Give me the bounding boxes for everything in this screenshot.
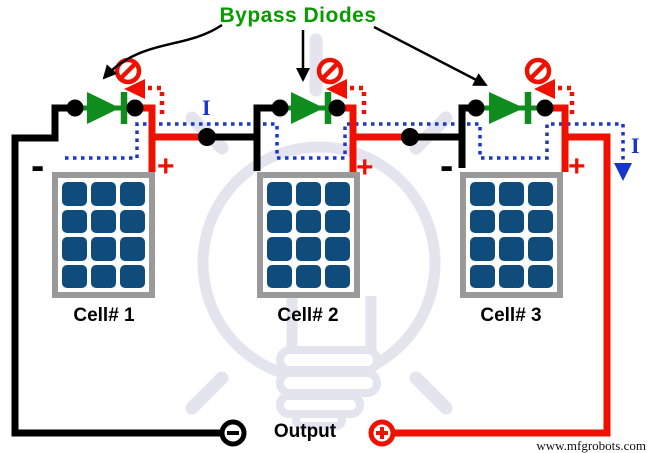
solar-cell-segment [528, 182, 553, 206]
solar-cell-segment [267, 237, 292, 261]
cell-grid [62, 182, 145, 288]
solar-cell-segment [120, 182, 145, 206]
solar-cell-segment [325, 264, 350, 288]
diode-icon-1 [75, 92, 135, 124]
solar-cell-segment [62, 182, 87, 206]
blocked-current-2 [316, 57, 367, 114]
cell1-name-label: Cell# 1 [73, 305, 135, 326]
solar-cell-segment [325, 237, 350, 261]
current-label: I [631, 133, 640, 158]
solar-cell-segment [499, 237, 524, 261]
solar-cell-segment [325, 182, 350, 206]
solar-cell-3 [460, 172, 563, 298]
solar-cell-segment [470, 209, 495, 233]
no-entry-icon [316, 57, 344, 85]
cell2-name-label: Cell# 2 [277, 305, 339, 326]
title-pointer-arrows [102, 23, 488, 87]
cell-grid [470, 182, 553, 288]
no-entry-icon [524, 57, 552, 85]
page-title: Bypass Diodes [219, 4, 377, 27]
solar-cell-segment [296, 209, 321, 233]
current-path [65, 122, 632, 181]
arrow-left-icon [124, 79, 145, 99]
solar-cell-segment [470, 264, 495, 288]
solar-cell-segment [62, 237, 87, 261]
site-watermark: www.mfgrobots.com [536, 438, 646, 453]
solar-cell-segment [325, 209, 350, 233]
wire-negative-bus [11, 104, 476, 437]
solar-cell-segment [470, 237, 495, 261]
solar-cell-segment [91, 264, 116, 288]
solar-cell-segment [120, 209, 145, 233]
light-bulb-watermark-icon [185, 33, 453, 430]
solar-cell-1 [52, 172, 155, 298]
cell2-positive-label: + [356, 151, 374, 184]
solar-cell-segment [499, 209, 524, 233]
cell3-negative-label: - [440, 144, 454, 188]
solar-cell-segment [91, 209, 116, 233]
cell3-name-label: Cell# 3 [480, 305, 542, 326]
current-label: I [202, 95, 211, 120]
plus-circle-icon [368, 419, 396, 447]
solar-cell-segment [470, 182, 495, 206]
solar-cell-segment [62, 209, 87, 233]
solar-cell-2 [257, 172, 360, 298]
solar-cell-segment [528, 237, 553, 261]
solar-cell-segment [499, 264, 524, 288]
arrow-left-icon [326, 79, 347, 99]
cell1-positive-label: + [157, 150, 175, 183]
solar-cell-segment [267, 182, 292, 206]
solar-cell-segment [528, 264, 553, 288]
arrow-icon [373, 25, 488, 87]
cell-grid [267, 182, 350, 288]
solar-cell-segment [62, 264, 87, 288]
solar-cell-segment [91, 182, 116, 206]
diode-icon-3 [476, 92, 545, 124]
solar-cell-segment [528, 209, 553, 233]
output-label: Output [273, 421, 337, 442]
solar-cell-segment [296, 182, 321, 206]
cell1-negative-label: - [31, 144, 45, 188]
arrow-left-icon [534, 79, 555, 99]
cell3-positive-label: + [568, 150, 586, 183]
solar-cell-segment [267, 264, 292, 288]
blocked-current-3 [524, 57, 575, 114]
arrow-icon [102, 23, 223, 80]
solar-cell-segment [120, 237, 145, 261]
solar-cell-segment [91, 237, 116, 261]
arrow-down-icon [614, 163, 632, 181]
solar-cell-segment [296, 264, 321, 288]
solar-cell-segment [296, 237, 321, 261]
solar-cell-segment [120, 264, 145, 288]
junction-dots [66, 99, 554, 146]
solar-cell-segment [267, 209, 292, 233]
diode-icon-2 [280, 92, 337, 124]
minus-circle-icon [219, 419, 247, 447]
solar-cell-segment [499, 182, 524, 206]
